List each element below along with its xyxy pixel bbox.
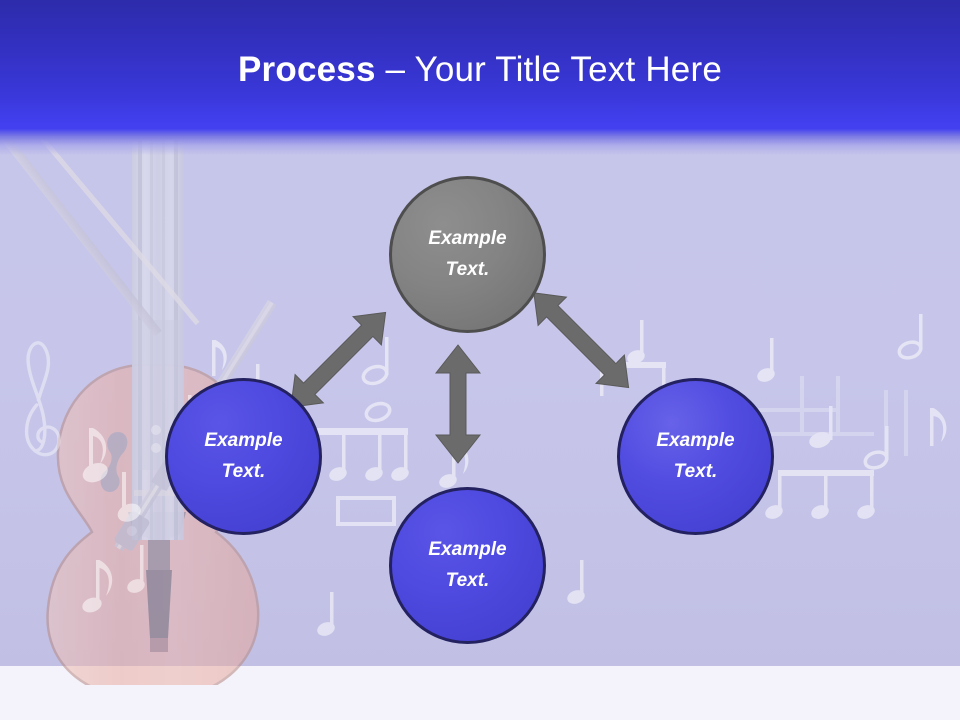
slide-title-rest: – Your Title Text Here xyxy=(375,50,722,89)
process-node-left-line2: Text. xyxy=(221,460,266,482)
process-node-right[interactable]: Example Text. xyxy=(617,378,774,535)
process-node-bottom[interactable]: Example Text. xyxy=(389,487,546,644)
connector-top-bottom-arrow xyxy=(434,344,482,464)
process-node-left-line1: Example xyxy=(204,429,283,451)
connector-top-right-arrow xyxy=(533,292,630,389)
process-node-top-line2: Text. xyxy=(445,258,490,280)
process-node-top[interactable]: Example Text. xyxy=(389,176,546,333)
process-node-top-line1: Example xyxy=(428,227,507,249)
slide-header-band xyxy=(0,0,960,155)
process-node-bottom-line2: Text. xyxy=(445,569,490,591)
process-node-left[interactable]: Example Text. xyxy=(165,378,322,535)
process-node-right-line2: Text. xyxy=(673,460,718,482)
process-node-bottom-line1: Example xyxy=(428,538,507,560)
process-node-right-line1: Example xyxy=(656,429,735,451)
slide-title: Process – Your Title Text Here xyxy=(0,48,960,92)
slide-title-bold: Process xyxy=(238,50,376,89)
